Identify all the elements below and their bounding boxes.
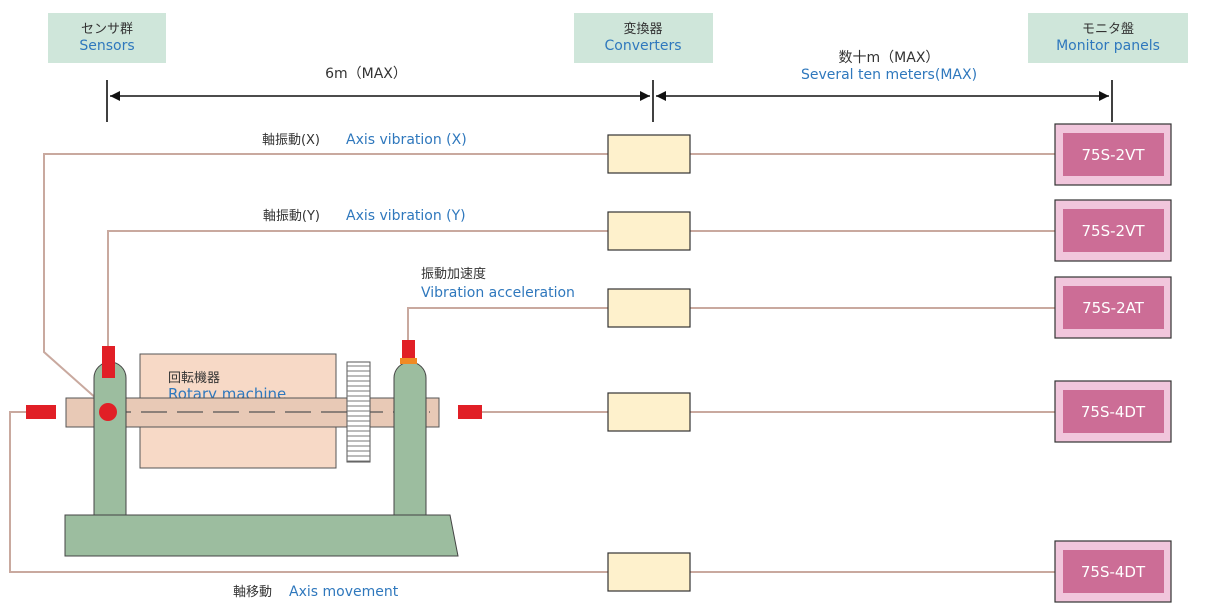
header-sensors: センサ群 Sensors [48,13,166,63]
sensor-acceleration [402,340,415,360]
header-monitors-bg [1028,13,1188,63]
channel-label-acceleration-en: Vibration acceleration [421,285,575,301]
header-sensors-en: Sensors [79,38,134,54]
wire-axis-y-sensor [107,230,608,346]
wire-axis-movement-sensor [9,411,608,573]
converter-boxes [607,134,691,592]
monitor-panel-0: 75S-2VT [1054,123,1172,186]
channel-label-axis-movement-jp: 軸移動 [233,585,272,600]
monitor-panel-label: 75S-2AT [1082,299,1145,317]
channel-label-axis-y-jp: 軸振動(Y) [263,209,320,224]
wire-acceleration-sensor [407,307,608,340]
monitor-panel-4: 75S-4DT [1054,540,1172,603]
converter-box-axis-x [607,134,691,174]
sensor-axis-movement [26,405,56,419]
distance-tens-meters-jp: 数十m（MAX） [839,50,940,66]
channel-label-axis-x-en: Axis vibration (X) [346,132,467,148]
distance-6m-label: 6m（MAX） [325,66,407,82]
coupling-gear [346,361,371,463]
header-converters: 変換器 Converters [574,13,713,63]
converter-box-acceleration [607,288,691,328]
sensor-axis-x [99,403,117,421]
header-monitors-jp: モニタ盤 [1082,22,1134,37]
monitor-panel-label: 75S-4DT [1081,563,1146,581]
converter-box-axis-y [607,211,691,251]
signal-wires [9,153,1055,573]
wire-axis-x-sensor [43,153,608,401]
monitor-panel-screen [1063,390,1164,433]
header-converters-en: Converters [604,38,681,54]
monitor-panel-screen [1063,550,1164,593]
converter-box-displacement [607,392,691,432]
sensor-displacement [458,405,482,419]
header-sensors-jp: センサ群 [81,22,133,37]
monitor-panel-2: 75S-2AT [1054,276,1172,339]
channel-label-axis-movement-en: Axis movement [289,584,399,600]
header-sensors-bg [48,13,166,63]
monitor-panel-label: 75S-4DT [1081,403,1146,421]
monitor-panel-screen [1063,133,1164,176]
channel-label-axis-y-en: Axis vibration (Y) [346,208,466,224]
header-monitors-en: Monitor panels [1056,38,1160,54]
header-converters-bg [574,13,713,63]
header-converters-jp: 変換器 [623,21,662,37]
rotary-machine-label-jp: 回転機器 [168,371,220,386]
rotary-machine-assembly: 回転機器 Rotary machine [26,340,482,557]
header-monitors: モニタ盤 Monitor panels [1028,13,1188,63]
channel-label-acceleration-jp: 振動加速度 [421,266,486,282]
monitor-panel-screen [1063,286,1164,329]
converter-box-axis-movement [607,552,691,592]
sensor-acceleration-mount [400,358,417,364]
monitor-panel-label: 75S-2VT [1082,146,1146,164]
distance-tens-meters-en: Several ten meters(MAX) [801,67,977,83]
channel-label-axis-x-jp: 軸振動(X) [262,133,320,148]
sensor-axis-y [102,346,115,378]
monitor-panel-label: 75S-2VT [1082,222,1146,240]
monitor-panel-1: 75S-2VT [1054,199,1172,262]
monitor-panel-3: 75S-4DT [1054,380,1172,443]
monitor-panel-screen [1063,209,1164,252]
bearing-pedestal-left [93,361,127,516]
machine-base [64,514,459,557]
bearing-pedestal-right [393,361,427,516]
